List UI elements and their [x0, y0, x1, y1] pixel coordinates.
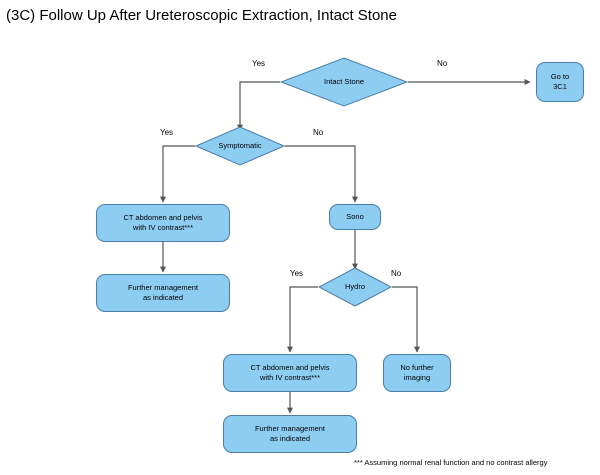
- node-further-right-line1: Further management: [254, 424, 326, 433]
- edge-symptomatic-no: [285, 145, 358, 203]
- node-further-left-line2: as indicated: [142, 293, 184, 302]
- footnote: *** Assuming normal renal function and n…: [354, 458, 548, 467]
- node-further-management-right[interactable]: Further management as indicated: [223, 415, 357, 453]
- edge-label-intact-no: No: [437, 59, 448, 68]
- edge-label-hydro-no: No: [391, 269, 402, 278]
- node-ct-left-line2: with IV contrast***: [132, 223, 194, 232]
- decision-intact-stone[interactable]: Intact Stone: [280, 57, 408, 107]
- node-ct-right-line1: CT abdomen and pelvis: [250, 363, 330, 372]
- node-sono-label: Sono: [346, 212, 364, 221]
- node-further-left-line1: Further management: [127, 283, 199, 292]
- edge-label-hydro-yes: Yes: [290, 269, 304, 278]
- edge-intact-yes: [237, 81, 280, 131]
- decision-symptomatic-label: Symptomatic: [218, 141, 262, 150]
- node-no-imaging-line1: No further: [400, 363, 434, 372]
- node-no-imaging-line2: imaging: [403, 373, 431, 382]
- decision-intact-stone-label: Intact Stone: [323, 77, 365, 86]
- node-ct-right-line2: with IV contrast***: [259, 373, 321, 382]
- decision-hydro-label: Hydro: [344, 282, 365, 291]
- page-title: (3C) Follow Up After Ureteroscopic Extra…: [6, 7, 397, 24]
- edge-symptomatic-yes: [160, 145, 195, 203]
- node-go-to-3c1-line2: 3C1: [553, 82, 567, 91]
- node-ct-abdomen-pelvis-right[interactable]: CT abdomen and pelvis with IV contrast**…: [223, 354, 357, 392]
- node-sono[interactable]: Sono: [329, 204, 381, 230]
- edge-label-symptomatic-no: No: [313, 128, 324, 137]
- node-go-to-3c1[interactable]: Go to 3C1: [536, 62, 584, 102]
- node-further-right-line2: as indicated: [269, 434, 311, 443]
- edge-label-symptomatic-yes: Yes: [160, 128, 174, 137]
- node-no-further-imaging[interactable]: No further imaging: [383, 354, 451, 392]
- edge-hydro-no: [392, 286, 420, 353]
- node-further-management-left[interactable]: Further management as indicated: [96, 274, 230, 312]
- edge-hydro-yes: [287, 286, 318, 353]
- decision-hydro[interactable]: Hydro: [318, 267, 392, 307]
- node-go-to-3c1-line1: Go to: [550, 72, 570, 81]
- decision-symptomatic[interactable]: Symptomatic: [195, 126, 285, 166]
- node-ct-abdomen-pelvis-left[interactable]: CT abdomen and pelvis with IV contrast**…: [96, 204, 230, 242]
- edge-label-intact-yes: Yes: [252, 59, 266, 68]
- node-ct-left-line1: CT abdomen and pelvis: [123, 213, 203, 222]
